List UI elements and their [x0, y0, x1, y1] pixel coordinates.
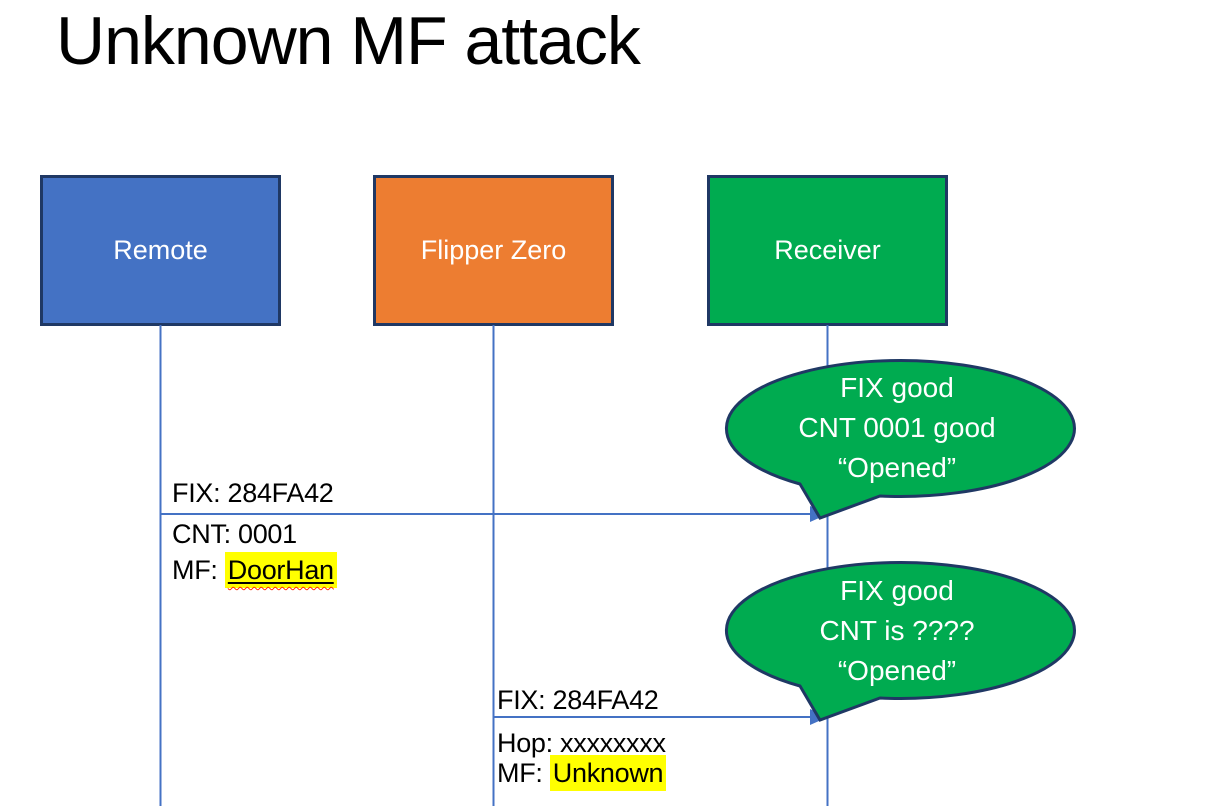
message2-hop-value: xxxxxxxx: [560, 728, 666, 758]
message2-hop-prefix: Hop:: [497, 728, 561, 758]
message2-mf-prefix: MF:: [497, 758, 550, 788]
speech-bubble-1-text: FIX good CNT 0001 good “Opened”: [723, 368, 1071, 488]
message1-mf-line: MF: DoorHan: [172, 552, 337, 588]
actor-label-flipper-zero: Flipper Zero: [420, 235, 567, 265]
speech-bubble-2: [724, 560, 1076, 722]
message1-mf-prefix: MF:: [172, 555, 225, 585]
message2-mf-line: MF: Unknown: [497, 755, 667, 791]
bubble2-line2: CNT is ????: [819, 615, 975, 646]
message2-hop-line: Hop: xxxxxxxx: [497, 727, 666, 759]
slide-title: Unknown MF attack: [56, 3, 641, 79]
bubble1-line2: CNT 0001 good: [798, 412, 996, 443]
actor-label-receiver: Receiver: [774, 235, 881, 265]
bubble2-line3: “Opened”: [837, 655, 957, 686]
actor-label-remote: Remote: [113, 235, 208, 265]
actor-box-flipper-zero: Flipper Zero: [373, 175, 614, 326]
message1-cnt-line: CNT: 0001: [172, 519, 297, 549]
speech-bubble-2-text: FIX good CNT is ???? “Opened”: [723, 571, 1071, 691]
actor-box-remote: Remote: [40, 175, 281, 326]
message2-mf-value: Unknown: [549, 755, 667, 791]
bubble1-line3: “Opened”: [837, 452, 957, 483]
message2-hop-value-squiggle: xxxxxxxx: [560, 728, 666, 758]
message1-fix-line: FIX: 284FA42: [172, 478, 334, 508]
bubble1-line1: FIX good: [840, 372, 954, 403]
message2-fix-line: FIX: 284FA42: [497, 685, 659, 715]
message1-mf-value: DoorHan: [227, 555, 334, 585]
actor-box-receiver: Receiver: [707, 175, 948, 326]
bubble2-line1: FIX good: [840, 575, 954, 606]
message1-mf-value-highlight: DoorHan: [224, 552, 337, 588]
speech-bubble-1: [724, 358, 1076, 520]
